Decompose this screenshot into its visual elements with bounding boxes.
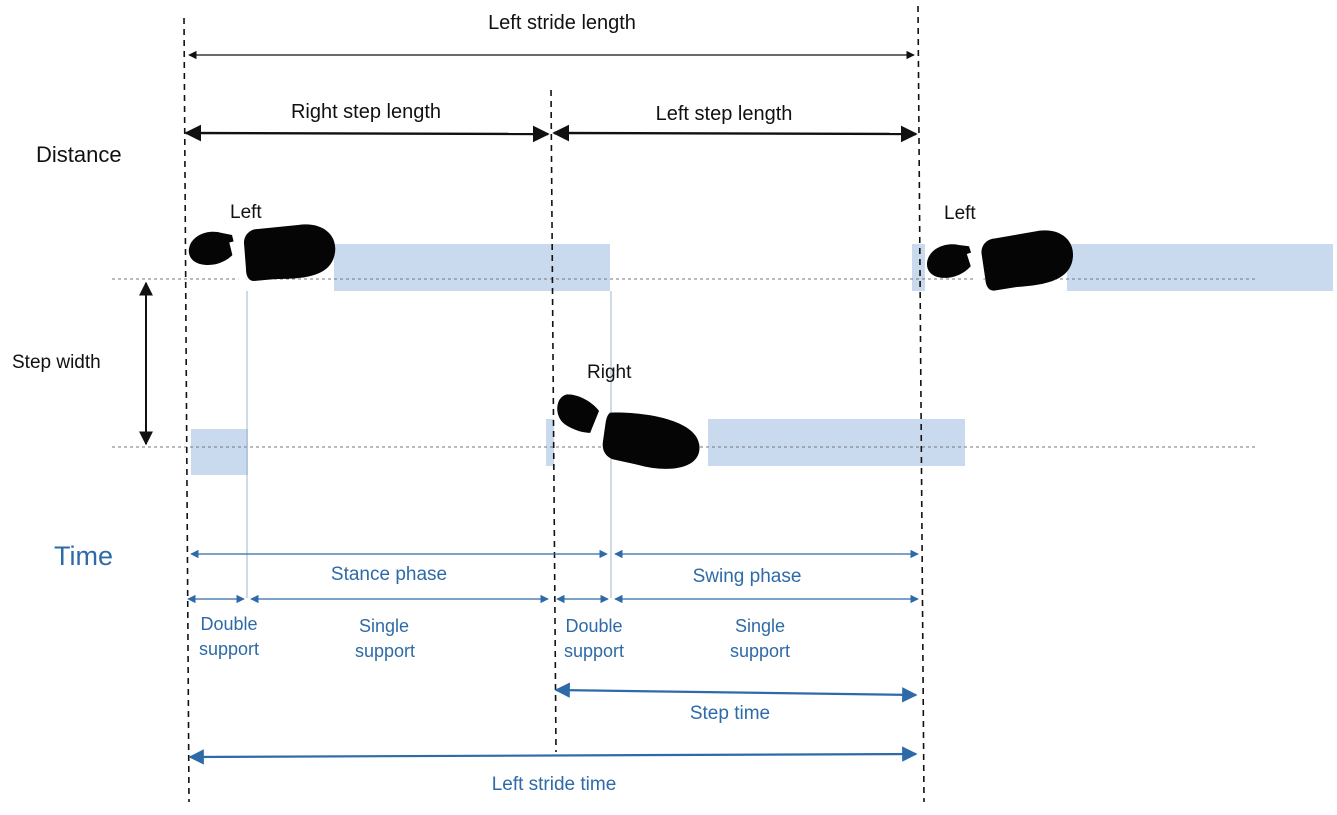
heel-strike-right-line xyxy=(550,89,557,753)
phase-guides xyxy=(246,291,612,598)
left-step-length-arrow xyxy=(552,124,918,143)
shoe-print-icon xyxy=(188,224,336,286)
left-stride-length-label: Left stride length xyxy=(488,12,636,34)
swing-phase-label: Swing phase xyxy=(693,566,802,587)
right-step-length-label: Right step length xyxy=(291,101,441,123)
left-foot-label-2: Left xyxy=(944,203,976,224)
right-foot-band-1 xyxy=(191,429,248,475)
foot-path-lines xyxy=(112,278,1258,448)
single-support-1-label-line1: Single xyxy=(359,616,409,636)
left-stride-time-arrow xyxy=(188,746,918,765)
right-foot-band-2b xyxy=(708,419,965,466)
right-step-length-arrow xyxy=(184,124,550,143)
single-support-1-label-line2: support xyxy=(355,641,415,661)
shoe-print-icon xyxy=(557,394,700,469)
single-support-2-label-line1: Single xyxy=(735,616,785,636)
time-section-label: Time xyxy=(54,541,113,571)
step-time-label: Step time xyxy=(690,703,770,724)
time-arrows xyxy=(187,549,919,765)
distance-section-label: Distance xyxy=(36,142,122,167)
left-stride-time-label: Left stride time xyxy=(492,774,617,795)
step-time-arrow xyxy=(554,682,918,703)
left-foot-label-1: Left xyxy=(230,202,262,223)
left-step-length-label: Left step length xyxy=(656,103,793,125)
double-support-2-label-line1: Double xyxy=(565,616,622,636)
step-width-label: Step width xyxy=(12,352,101,373)
shoe-print-icon xyxy=(925,228,1076,296)
right-foot-label: Right xyxy=(587,362,632,383)
stance-phase-label: Stance phase xyxy=(331,564,447,585)
double-support-1-label-line1: Double xyxy=(200,614,257,634)
right-foot-band-2a xyxy=(546,419,554,466)
left-foot-band-1 xyxy=(334,244,610,291)
event-lines xyxy=(183,5,925,803)
heel-strike-left-2-line xyxy=(917,5,925,803)
double-support-1-label-line2: support xyxy=(199,639,259,659)
double-support-2-label-line2: support xyxy=(564,641,624,661)
left-foot-band-2b xyxy=(1067,244,1333,291)
distance-arrows xyxy=(139,50,918,446)
left-foot-band-2a xyxy=(912,244,925,291)
heel-strike-left-1-line xyxy=(183,17,190,803)
single-support-2-label-line2: support xyxy=(730,641,790,661)
